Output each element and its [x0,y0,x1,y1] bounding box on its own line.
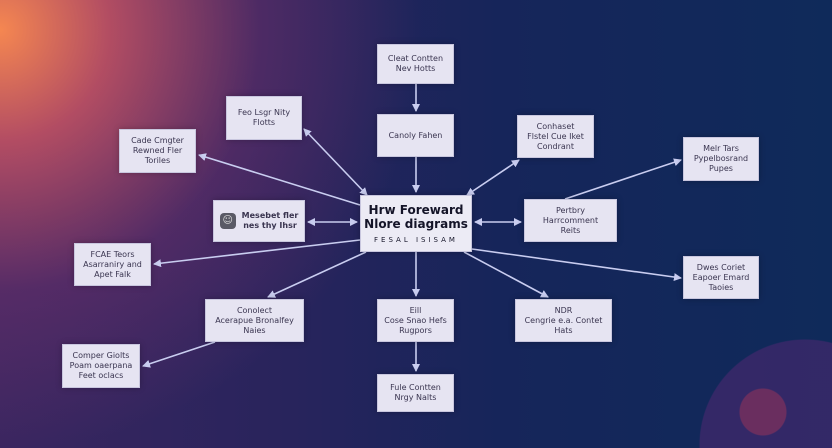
node-fce[interactable]: FCAE Teors Asarraniry and Apet Falk [74,243,151,286]
node-line: Pypelbosrand [693,154,749,163]
node-line: Reits [560,225,581,235]
node-line: Cleat Contten [387,54,444,63]
node-line: Comper Giolts [72,351,130,360]
node-line: Hats [554,325,573,335]
node-line: Canoly Fahen [388,130,443,140]
node-line: Acerapue Bronalfey [215,315,294,325]
node-fule[interactable]: Fule Contten Nrgy Nalts [377,374,454,412]
node-cmb[interactable]: Conhaset Flstel Cue Iket Condrant [517,115,594,158]
app-icon: ☺ [219,213,236,229]
node-line: Pertbry [556,205,585,215]
node-line: Conolect [236,305,273,315]
node-mel[interactable]: Melr Tars Pypelbosrand Pupes [683,137,759,181]
node-line: Eapoer Emard [692,272,750,282]
node-eil[interactable]: Eill Cose Snao Hefs Rugpors [377,299,454,342]
node-line: Condrant [536,141,575,151]
node-line: Naies [243,325,266,335]
node-line: Feo Lsgr Nity [237,108,291,117]
central-subtitle: FESAL ISISAM [374,235,458,244]
node-line: Rugpors [399,325,432,335]
node-line: Fule Contten [390,383,441,392]
node-line: NDR [554,305,573,315]
node-cnl[interactable]: Conolect Acerapue Bronalfey Naies [205,299,304,342]
edge-prt-mel [564,158,682,200]
node-line: Rewned Fler [132,146,183,155]
edge-cnl-cgl [142,341,216,368]
central-title-2: Nlore diagrams [364,216,468,231]
node-line: Feet oclacs [78,371,124,380]
node-top1[interactable]: Cleat Contten Nev Hotts [377,44,454,84]
node-mes[interactable]: ☺ Mesebet fler nes thy Ihsr [213,200,305,242]
node-ndr[interactable]: NDR Cengrie e.a. Contet Hats [515,299,612,342]
node-line: Cengrie e.a. Contet [524,315,603,325]
edge-center-ndr [463,251,549,298]
edge-center-cce [198,153,361,206]
edge-center-fla [303,128,368,196]
node-line: Melr Tars [703,144,739,153]
edge-center-cmb [466,159,520,196]
node-line: Cose Snao Hefs [384,315,447,325]
node-line: Flotts [252,118,276,127]
node-line: Flstel Cue Iket [527,131,584,141]
node-line: Nrgy Nalts [394,393,437,402]
node-line: Mesebet fler [241,211,299,220]
edge-center-fce [153,239,361,268]
node-cce[interactable]: Cade Cmgter Rewned Fler Toriles [119,129,196,173]
node-line: Cade Cmgter [131,136,184,145]
node-line: Conhaset [536,121,575,131]
node-line: nes thy Ihsr [243,221,297,230]
node-prt[interactable]: Pertbry Harrcomment Reits [524,199,617,242]
node-line: Nev Hotts [395,64,436,73]
node-dvs[interactable]: Dwes Coriet Eapoer Emard Taoies [683,256,759,299]
node-fla[interactable]: Feo Lsgr Nity Flotts [226,96,302,140]
node-cgl[interactable]: Comper Giolts Poam oaerpana Feet oclacs [62,344,140,388]
edge-center-cnl [267,251,367,298]
node-line: Dwes Coriet [696,262,746,272]
node-line: Pupes [709,164,733,173]
node-line: Toriles [144,156,171,165]
node-line: Taoies [708,282,734,292]
node-line: Asarraniry and [83,259,142,269]
node-line: Harrcomment [542,215,599,225]
node-line: Eill [409,305,422,315]
node-line: Apet Falk [94,269,131,279]
node-line: Poam oaerpana [69,361,133,370]
node-line: FCAE Teors [90,249,135,259]
central-node[interactable]: Hrw Foreward Nlore diagrams FESAL ISISAM [360,195,472,252]
edge-center-dvs [471,248,682,281]
central-title-1: Hrw Foreward [368,202,464,217]
node-top2[interactable]: Canoly Fahen [377,114,454,157]
